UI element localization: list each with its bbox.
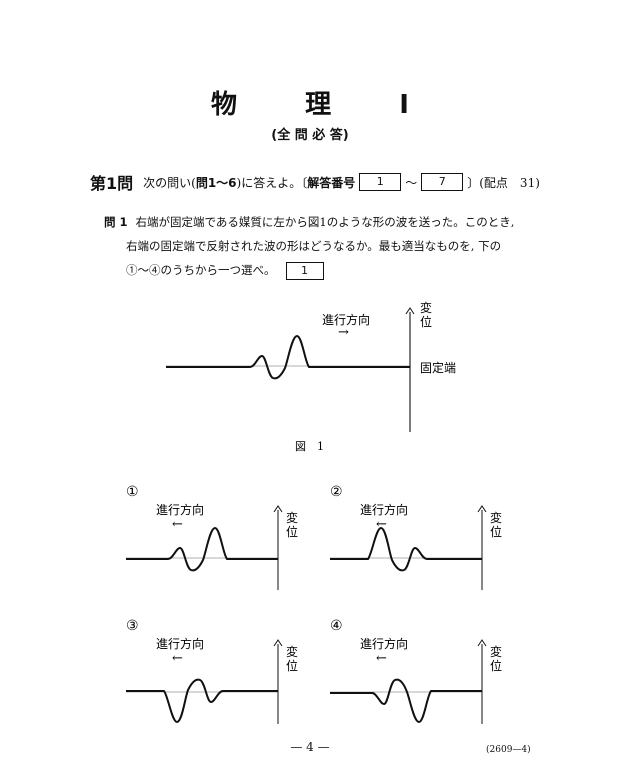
option-1-axis-label-2: 位 <box>286 524 298 539</box>
title-char-3: I <box>399 90 409 120</box>
figure-1-direction-arrow: → <box>338 325 349 340</box>
option-2-axis-label-2: 位 <box>490 524 502 539</box>
sub-question-line-2: 右端の固定端で反射された波の形はどうなるか。最も適当なものを, 下の <box>126 239 502 253</box>
option-1-direction-label: 進行方向 <box>156 502 204 517</box>
option-4-direction-arrow: ← <box>376 651 387 666</box>
figure-1-direction-label: 進行方向 <box>322 312 370 327</box>
option-1-direction-arrow: ← <box>172 517 183 532</box>
answer-box-end: 7 <box>421 173 464 191</box>
figure-1-wave <box>166 334 410 380</box>
option-2-wave <box>330 526 482 572</box>
page-number: — 4 — <box>290 740 330 754</box>
option-3-direction-label: 進行方向 <box>156 636 204 651</box>
option-3-axis-label-1: 変 <box>286 644 298 659</box>
sub-question-1: 問 1 右端が固定端である媒質に左から図1のような形の波を送った。このとき, 右端… <box>104 210 534 282</box>
answer-number-label: 解答番号 <box>307 175 356 190</box>
figure-1-axis-arrow <box>405 307 415 315</box>
question-header: 第1問 次の問い(問1～6)に答えよ。〔解答番号 1 ～ 7 〕(配点 31) <box>90 170 540 194</box>
option-3-mark: ③ <box>126 618 139 634</box>
title-char-2: 理 <box>305 90 332 120</box>
sub-question-label: 問 1 <box>104 215 128 229</box>
option-4-direction-label: 進行方向 <box>360 636 408 651</box>
page-code: (2609—4) <box>486 745 531 755</box>
option-3-axis-label-2: 位 <box>286 658 298 673</box>
option-2-axis-label-1: 変 <box>490 510 502 525</box>
question-prompt-range: 問1～6 <box>195 175 237 190</box>
page-title: 物 理 I <box>0 84 620 121</box>
option-1: ① 進行方向 ← 変 位 <box>126 484 298 590</box>
sub-question-line-1: 右端が固定端である媒質に左から図1のような形の波を送った。このとき, <box>135 215 515 229</box>
option-4-axis-label-2: 位 <box>490 658 502 673</box>
option-2-direction-arrow: ← <box>376 517 387 532</box>
option-3-wave <box>126 678 278 724</box>
option-2-direction-label: 進行方向 <box>360 502 408 517</box>
tilde: ～ <box>405 175 418 190</box>
option-2: ② 進行方向 ← 変 位 <box>330 484 502 590</box>
question-number: 第1問 <box>90 174 134 193</box>
option-4-mark: ④ <box>330 618 343 634</box>
option-4-axis-label-1: 変 <box>490 644 502 659</box>
option-4-wave <box>330 678 482 724</box>
question-prompt-tail: )に答えよ。〔 <box>236 175 308 190</box>
option-1-wave <box>126 526 278 572</box>
answer-box-1: 1 <box>285 262 324 280</box>
figure-1-axis-label-2: 位 <box>420 314 432 329</box>
option-2-mark: ② <box>330 484 343 500</box>
answer-box-start: 1 <box>359 173 402 191</box>
option-4: ④ 進行方向 ← 変 位 <box>330 618 502 724</box>
option-1-mark: ① <box>126 484 139 500</box>
figure-1-caption: 図 1 <box>295 440 324 453</box>
figure-1-end-label: 固定端 <box>420 360 456 375</box>
title-char-1: 物 <box>211 90 238 120</box>
sub-question-line-3: ①～④のうちから一つ選べ。 <box>126 263 276 277</box>
page-subtitle: (全 問 必 答) <box>271 128 349 143</box>
question-prompt: 次の問い( <box>143 175 196 190</box>
figure-1-axis-label-1: 変 <box>420 300 432 315</box>
option-3: ③ 進行方向 ← 変 位 <box>126 618 298 724</box>
option-1-axis-label-1: 変 <box>286 510 298 525</box>
points-label: 〕(配点 31) <box>467 175 540 190</box>
option-3-direction-arrow: ← <box>172 651 183 666</box>
